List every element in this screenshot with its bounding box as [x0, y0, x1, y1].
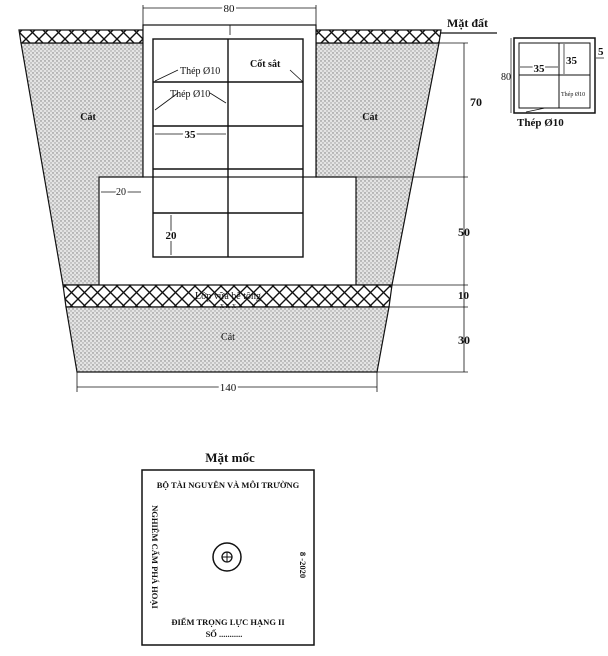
plan-dim-cell-h: 35	[566, 55, 578, 67]
dim-h1: 70	[470, 95, 482, 109]
marker-top-text: BỘ TÀI NGUYÊN VÀ MÔI TRƯỜNG	[157, 480, 300, 490]
sand-left	[20, 42, 144, 286]
sand-bottom-label: Cát	[221, 332, 235, 343]
dim-h4: 30	[458, 333, 470, 347]
dim-side: 20	[116, 187, 126, 198]
plan-view	[510, 37, 604, 114]
ground-label: Mặt đất	[447, 16, 488, 30]
marker-face-box	[141, 469, 315, 646]
sand-left-label: Cát	[80, 112, 96, 123]
steel-label-2: Thép Ø10	[170, 89, 210, 100]
crosshair-icon	[221, 551, 233, 563]
sand-right-label: Cát	[362, 112, 378, 123]
plan-dim-outer: 80	[501, 72, 511, 83]
plan-steel-small: Thép Ø10	[561, 92, 585, 98]
rebar-grid	[152, 38, 304, 258]
dim-h2: 50	[458, 225, 470, 239]
marker-bottom-text-1: ĐIỂM TRỌNG LỰC HẠNG II	[171, 617, 285, 627]
marker-face-title: Mặt mốc	[205, 450, 255, 465]
marker-column	[142, 24, 317, 178]
marker-right-text: 8 -2020	[298, 552, 308, 578]
dim-cell-height: 20	[166, 230, 178, 242]
dimension-lines	[76, 5, 468, 392]
steel-label-1: Thép Ø10	[180, 66, 220, 77]
ground-hatch-left	[18, 29, 144, 44]
sand-right	[315, 42, 440, 286]
dim-width-bottom: 140	[220, 382, 237, 394]
plan-dim-cell-w: 35	[534, 63, 546, 75]
dim-h3: 10	[458, 290, 470, 302]
concrete-layer-label: Lớp vữa bê tông	[195, 291, 261, 302]
benchmark-circle	[212, 542, 242, 572]
plan-dim-cover: 5	[598, 46, 604, 58]
rebar-label: Cốt sắt	[250, 59, 281, 70]
dim-width-top: 80	[224, 3, 236, 15]
ground-hatch-right	[315, 29, 442, 44]
marker-left-text: NGHIÊM CẤM PHÁ HOẠI	[150, 505, 160, 609]
xmarks: x x x	[220, 301, 236, 310]
plan-steel-label: Thép Ø10	[517, 117, 564, 129]
cross-section	[18, 5, 497, 392]
marker-bottom-text-2: SỐ ...........	[206, 629, 243, 639]
dim-cell-width: 35	[185, 129, 197, 141]
